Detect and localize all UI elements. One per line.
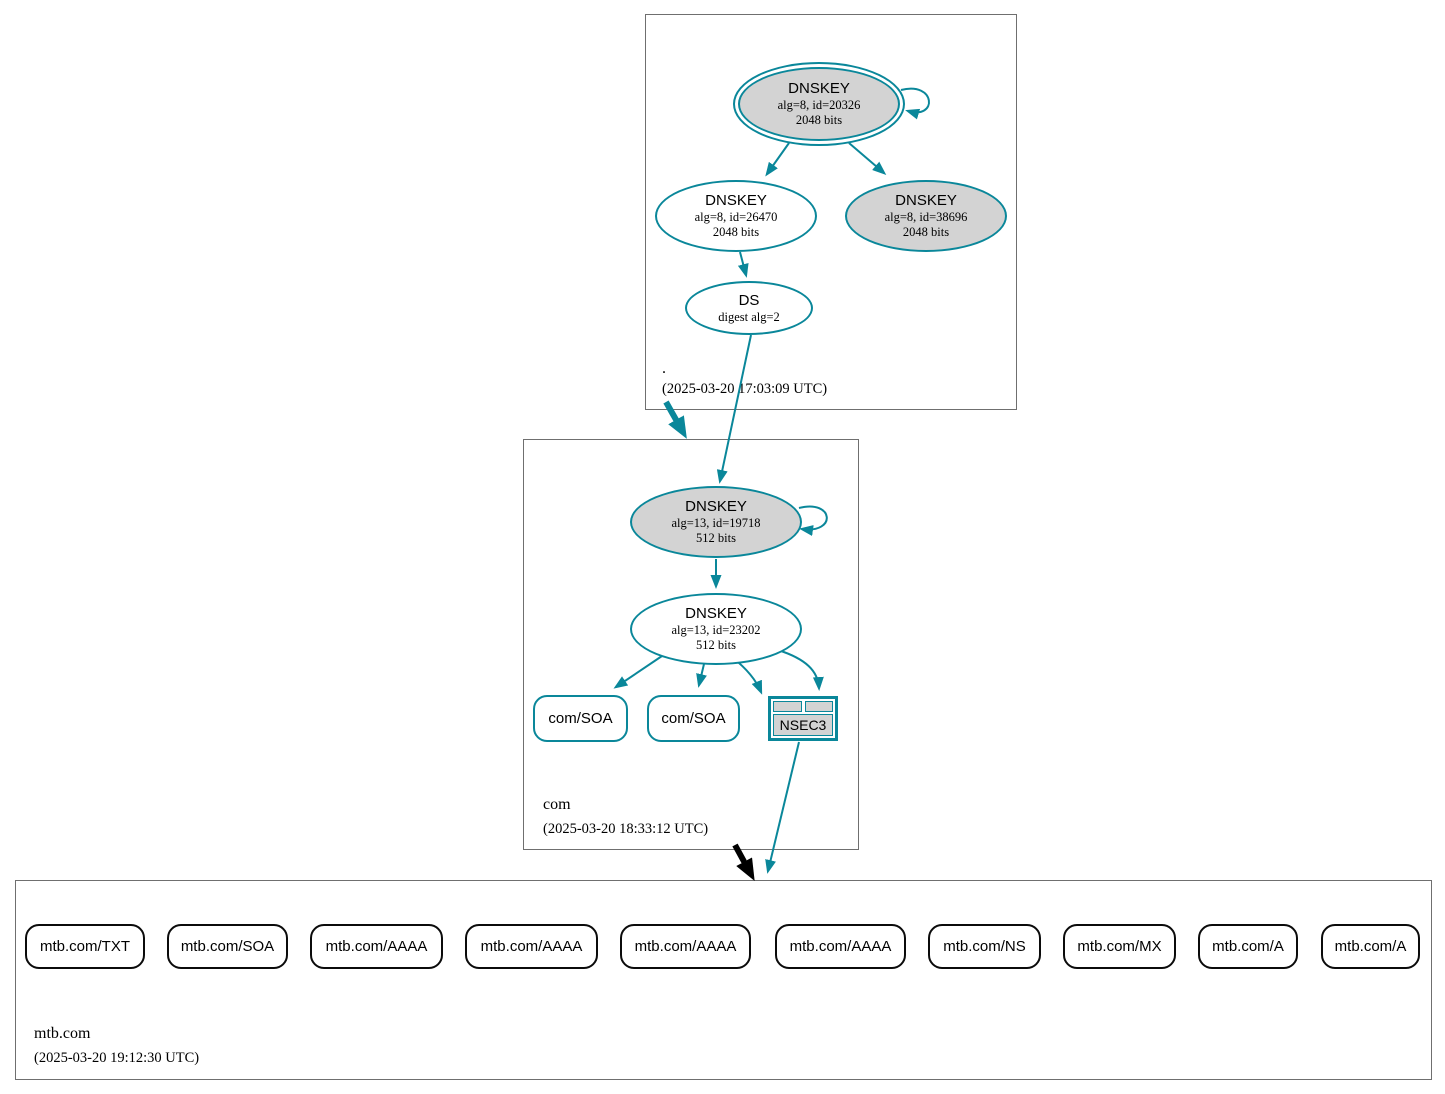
rrset-label: mtb.com/A [1212, 938, 1284, 955]
com-nsec3-node[interactable]: NSEC3 [768, 696, 838, 741]
zone-timestamp-mtb-com: (2025-03-20 19:12:30 UTC) [34, 1050, 200, 1066]
rrset-label: mtb.com/AAAA [480, 938, 583, 955]
rrset-label: mtb.com/TXT [39, 938, 130, 955]
rrset-label: mtb.com/A [1334, 938, 1407, 955]
rrset-label: mtb.com/SOA [180, 938, 275, 955]
mtb-rrset-node-aaaa-1[interactable]: mtb.com/AAAA [310, 924, 443, 969]
edge-com-ksk-self-sign [798, 505, 828, 536]
nsec3-record-cell [804, 701, 833, 712]
root-ksk-dnskey-node-inner: DNSKEY alg=8, id=20326 2048 bits [738, 67, 900, 141]
root-dnskey-38696-node[interactable]: DNSKEY alg=8, id=38696 2048 bits [845, 180, 1007, 252]
nsec3-record-cell [773, 701, 802, 712]
zone-box-mtb-com: mtb.com (2025-03-20 19:12:30 UTC) [15, 880, 1432, 1080]
rrset-label: mtb.com/AAAA [634, 938, 737, 955]
node-bits-label: 2048 bits [902, 225, 950, 239]
node-detail-label: digest alg=2 [718, 309, 780, 324]
mtb-rrset-node-soa[interactable]: mtb.com/SOA [167, 924, 288, 969]
node-bits-label: 2048 bits [712, 225, 760, 239]
node-bits-label: 512 bits [696, 638, 736, 652]
root-ksk-dnskey-node[interactable]: DNSKEY alg=8, id=20326 2048 bits [733, 62, 905, 146]
node-type-label: DNSKEY [895, 192, 957, 209]
node-type-label: DNSKEY [685, 498, 747, 515]
edge-nsec3-to-mtb-zone [765, 741, 800, 874]
edge-com-zsk-to-soa-2 [696, 663, 707, 688]
edge-ds-to-com-ksk [716, 334, 752, 484]
com-soa-rrset-node-1[interactable]: com/SOA [533, 695, 628, 742]
rrset-label: mtb.com/MX [1077, 938, 1162, 955]
mtb-rrset-node-a-2[interactable]: mtb.com/A [1321, 924, 1420, 969]
mtb-rrset-node-aaaa-2[interactable]: mtb.com/AAAA [465, 924, 598, 969]
nsec3-label: NSEC3 [773, 714, 833, 736]
zone-box-com: com (2025-03-20 18:33:12 UTC) [523, 439, 859, 850]
edge-root-ksk-to-dnskey-38696 [848, 142, 887, 175]
edge-com-zsk-to-soa-1 [613, 655, 663, 689]
node-detail-label: alg=8, id=20326 [777, 98, 861, 112]
node-type-label: DNSKEY [685, 605, 747, 622]
com-ksk-dnskey-19718-node[interactable]: DNSKEY alg=13, id=19718 512 bits [630, 486, 802, 558]
mtb-rrset-node-a-1[interactable]: mtb.com/A [1198, 924, 1298, 969]
node-bits-label: 2048 bits [795, 113, 843, 127]
rrset-label: com/SOA [661, 710, 726, 727]
root-zsk-dnskey-26470-node[interactable]: DNSKEY alg=8, id=26470 2048 bits [655, 180, 817, 252]
node-detail-label: alg=8, id=38696 [884, 210, 968, 224]
zone-timestamp-root: (2025-03-20 17:03:09 UTC) [662, 381, 828, 397]
node-detail-label: alg=8, id=26470 [694, 210, 778, 224]
node-type-label: DS [738, 291, 760, 309]
edge-root-ksk-to-zsk-26470 [765, 142, 790, 177]
edge-com-zsk-to-nsec3-right [777, 649, 824, 691]
nsec3-record-cells [773, 701, 833, 712]
mtb-rrset-node-txt[interactable]: mtb.com/TXT [25, 924, 145, 969]
edge-root-ksk-self-sign [900, 87, 930, 120]
mtb-rrset-node-ns[interactable]: mtb.com/NS [928, 924, 1041, 969]
mtb-rrset-node-aaaa-4[interactable]: mtb.com/AAAA [775, 924, 906, 969]
zone-box-root: . (2025-03-20 17:03:09 UTC) [645, 14, 1017, 410]
node-type-label: DNSKEY [705, 192, 767, 209]
edge-com-zone-to-mtb-zone-insecure-delegation [732, 843, 755, 882]
zone-timestamp-com: (2025-03-20 18:33:12 UTC) [543, 821, 709, 837]
rrset-label: mtb.com/AAAA [325, 938, 428, 955]
com-soa-rrset-node-2[interactable]: com/SOA [647, 695, 740, 742]
mtb-rrset-node-mx[interactable]: mtb.com/MX [1063, 924, 1176, 969]
node-type-label: DNSKEY [788, 80, 850, 97]
root-ds-node[interactable]: DS digest alg=2 [685, 281, 813, 335]
rrset-label: com/SOA [548, 710, 613, 727]
edge-root-zone-to-com-zone-secure-delegation [663, 400, 687, 439]
rrset-label: mtb.com/NS [943, 938, 1026, 955]
com-zsk-dnskey-23202-node[interactable]: DNSKEY alg=13, id=23202 512 bits [630, 593, 802, 665]
edge-zsk-26470-to-ds [737, 251, 749, 278]
rrset-label: mtb.com/AAAA [789, 938, 892, 955]
mtb-rrset-node-aaaa-3[interactable]: mtb.com/AAAA [620, 924, 751, 969]
node-detail-label: alg=13, id=23202 [671, 623, 761, 637]
zone-name-mtb-com: mtb.com [34, 1025, 91, 1042]
zone-name-com: com [543, 796, 571, 813]
node-bits-label: 512 bits [696, 531, 736, 545]
zone-name-root: . [662, 360, 666, 377]
node-detail-label: alg=13, id=19718 [671, 516, 761, 530]
